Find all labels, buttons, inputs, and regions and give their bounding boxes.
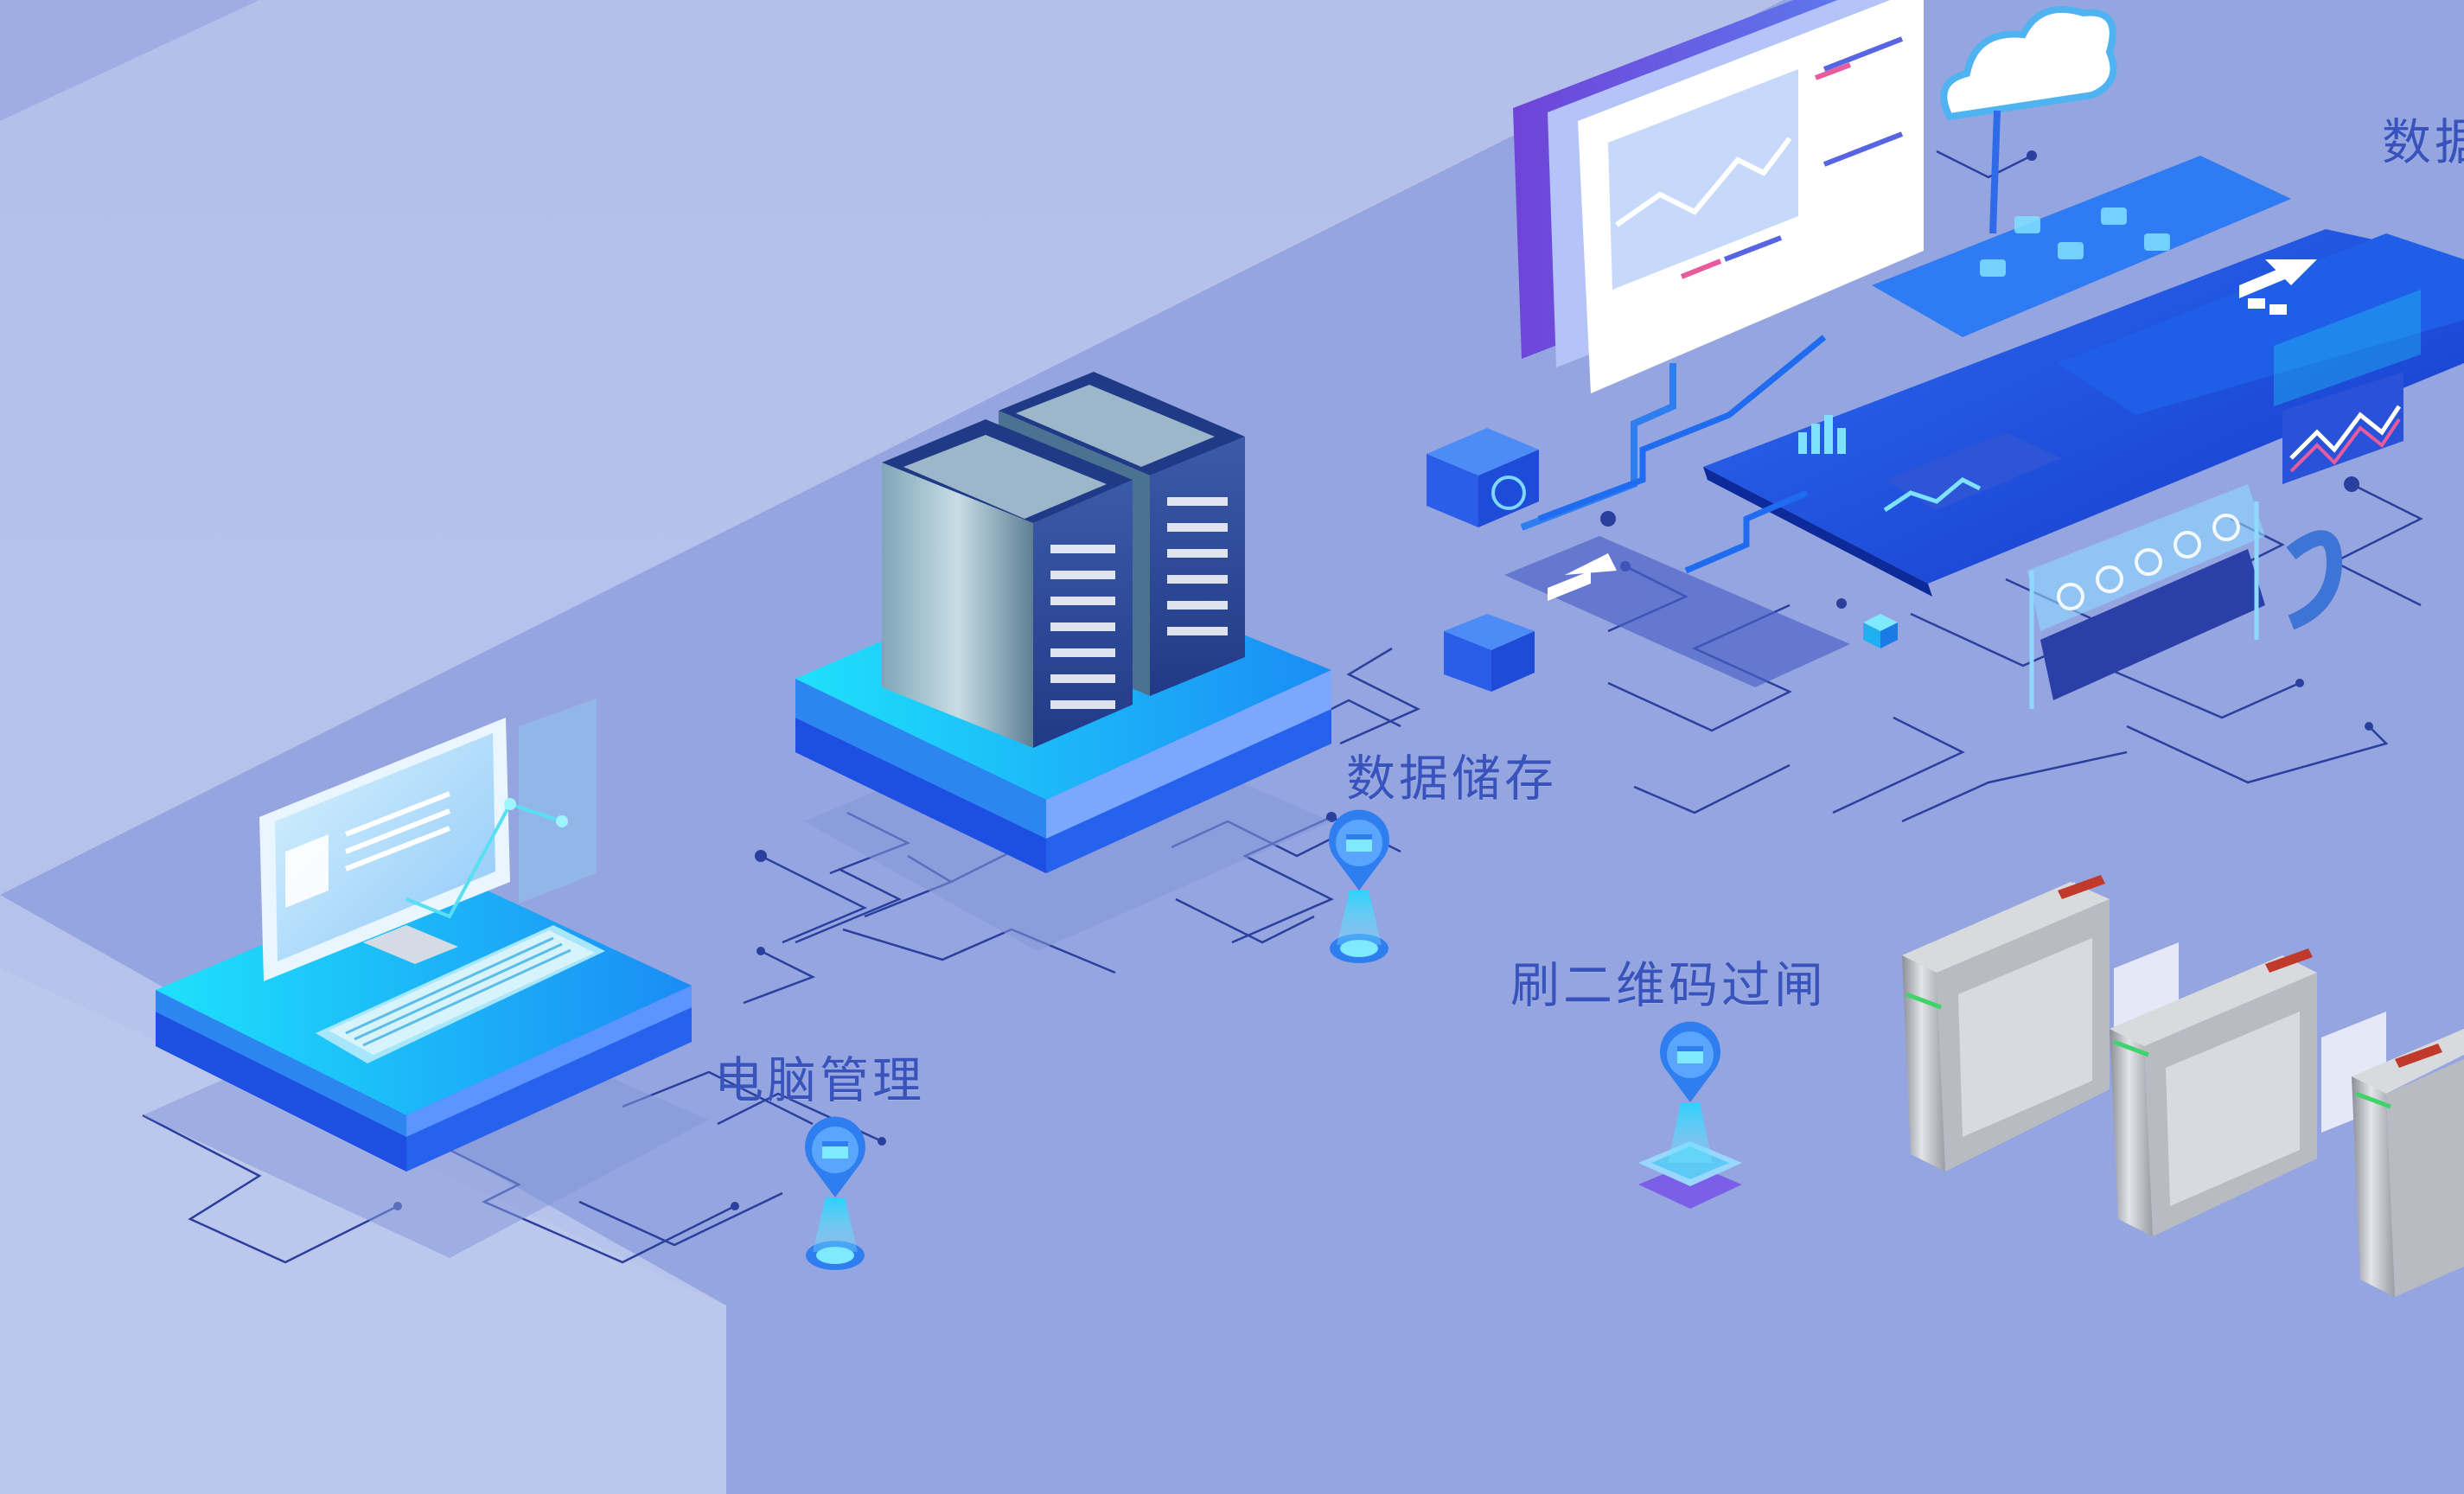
label-qr-gate: 刷二维码过闸 [1510, 957, 1827, 1014]
pin-storage[interactable] [1329, 809, 1389, 963]
label-data-cut-off: 数据 [2382, 114, 2464, 171]
pin-computer[interactable] [804, 1116, 865, 1270]
turnstile-gates [1902, 875, 2464, 1297]
server-illustration [795, 372, 1331, 951]
cloud-icon [1940, 5, 2117, 234]
mining-rig [2027, 484, 2343, 709]
dashboard-illustration [1427, 0, 2464, 709]
label-computer-management: 电脑管理 [714, 1052, 925, 1109]
label-data-storage: 数据储存 [1346, 750, 1557, 808]
pin-gate[interactable] [1638, 1021, 1742, 1209]
computer-illustration [143, 699, 709, 1258]
small-robot [1863, 614, 1898, 648]
